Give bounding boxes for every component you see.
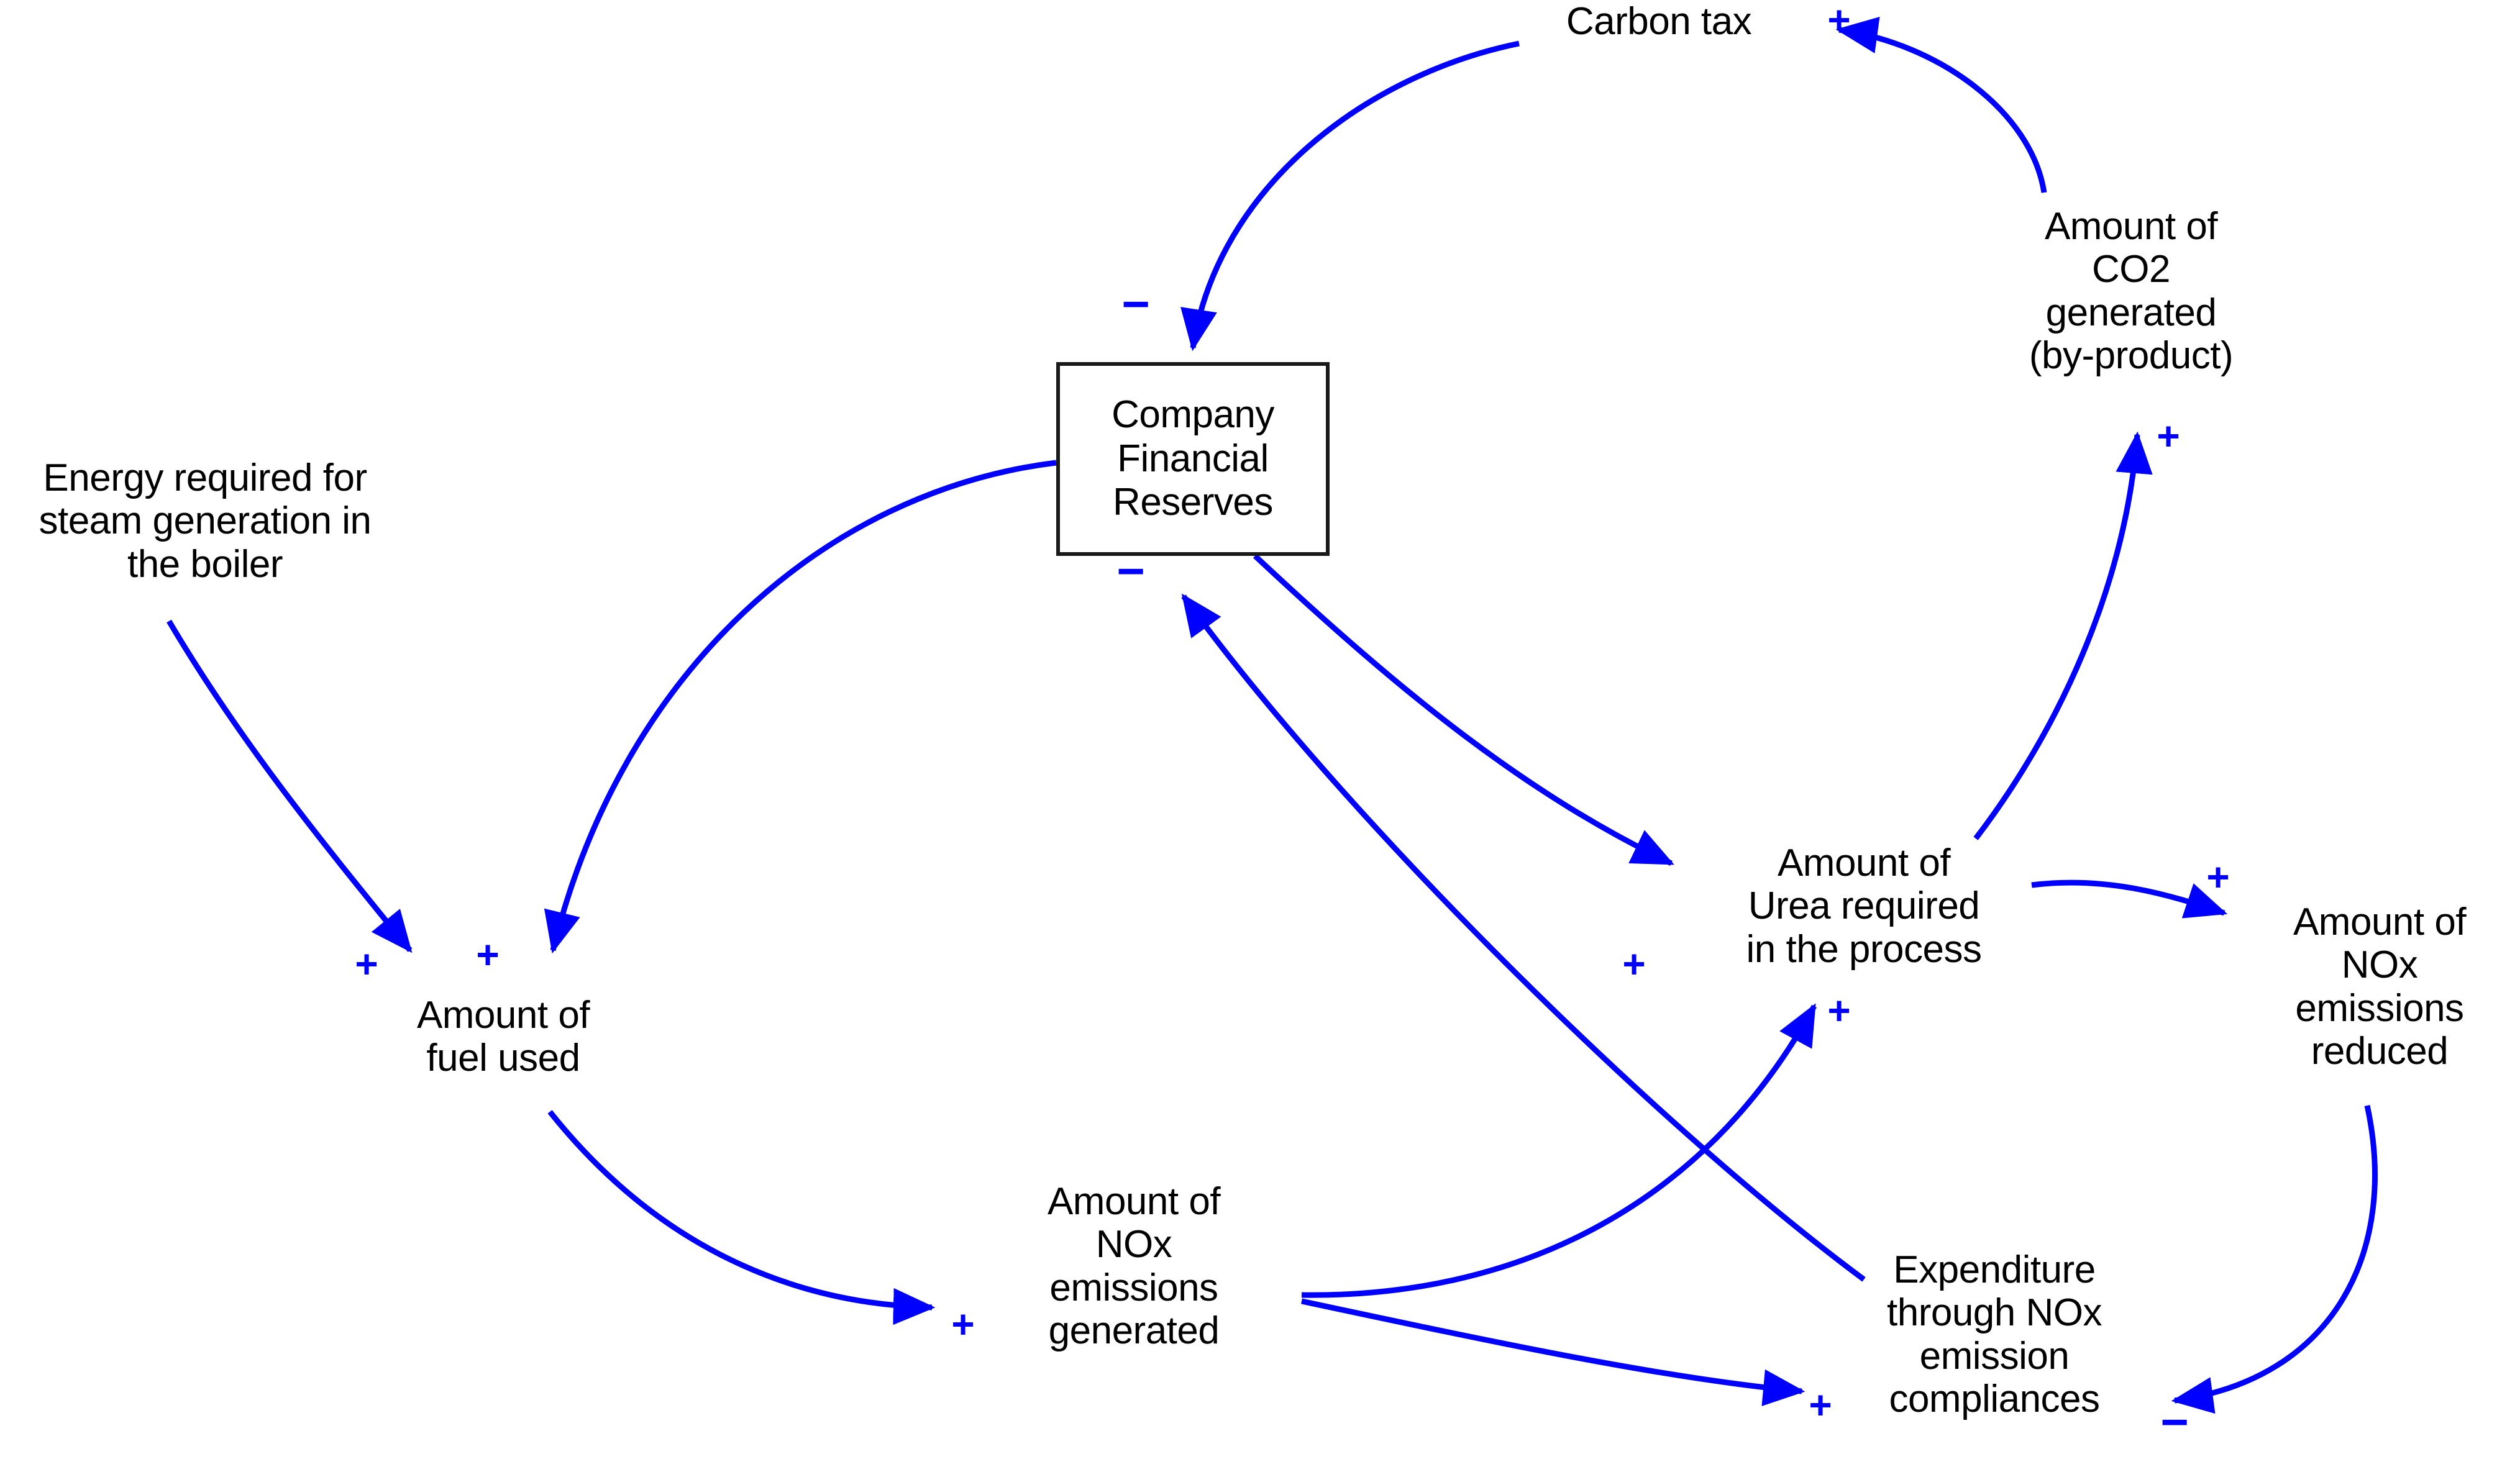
polarity-nox-generated-to-urea: + (1827, 988, 1851, 1033)
node-amount-fuel-used[interactable]: Amount of fuel used (416, 994, 590, 1080)
node-amount-nox-reduced[interactable]: Amount of NOx emissions reduced (2293, 901, 2467, 1073)
polarity-nox-reduced-to-expenditure: − (2160, 1394, 2189, 1449)
edge-co2-to-carbontax (1835, 17, 2047, 193)
polarity-reserves-to-fuel: + (476, 932, 500, 977)
node-amount-urea-required[interactable]: Amount of Urea required in the process (1746, 842, 1983, 971)
edge-reserves-to-urea (1253, 553, 1674, 866)
polarity-urea-to-nox-reduced: + (2206, 855, 2230, 899)
edge-fuel-to-nox-generated (547, 1110, 936, 1325)
node-carbon-tax[interactable]: Carbon tax (1566, 0, 1752, 43)
polarity-nox-generated-to-expenditure: + (1809, 1383, 1832, 1427)
edge-expenditure-to-reserves (1181, 593, 1866, 1282)
edge-energy-to-fuel (167, 619, 413, 953)
polarity-carbontax-to-reserves: − (1121, 276, 1150, 331)
edge-urea-to-nox-reduced (2031, 879, 2228, 919)
node-amount-co2-generated[interactable]: Amount of CO2 generated (by-product) (2029, 205, 2234, 378)
edge-reserves-to-fuel (544, 460, 1057, 954)
edge-carbontax-to-reserves (1180, 40, 1520, 352)
polarity-energy-to-fuel: + (355, 942, 378, 986)
edge-nox-generated-to-expenditure (1301, 1298, 1806, 1406)
edge-nox-reduced-to-expenditure (2171, 1105, 2378, 1414)
edge-urea-to-co2 (1973, 431, 2153, 840)
node-expenditure-nox-compliance[interactable]: Expenditure through NOx emission complia… (1886, 1248, 2102, 1421)
node-amount-nox-generated[interactable]: Amount of NOx emissions generated (1047, 1180, 1221, 1353)
node-company-financial-reserves[interactable]: Company Financial Reserves (1056, 362, 1330, 556)
polarity-fuel-to-nox-generated: + (951, 1302, 975, 1347)
polarity-urea-to-co2: + (2157, 414, 2180, 458)
edge-nox-generated-to-urea (1301, 1003, 1817, 1298)
polarity-reserves-to-urea: + (1622, 942, 1646, 986)
polarity-co2-to-carbontax: + (1827, 0, 1851, 42)
polarity-expenditure-to-reserves: − (1116, 543, 1145, 598)
node-energy-required[interactable]: Energy required for steam generation in … (39, 457, 372, 586)
